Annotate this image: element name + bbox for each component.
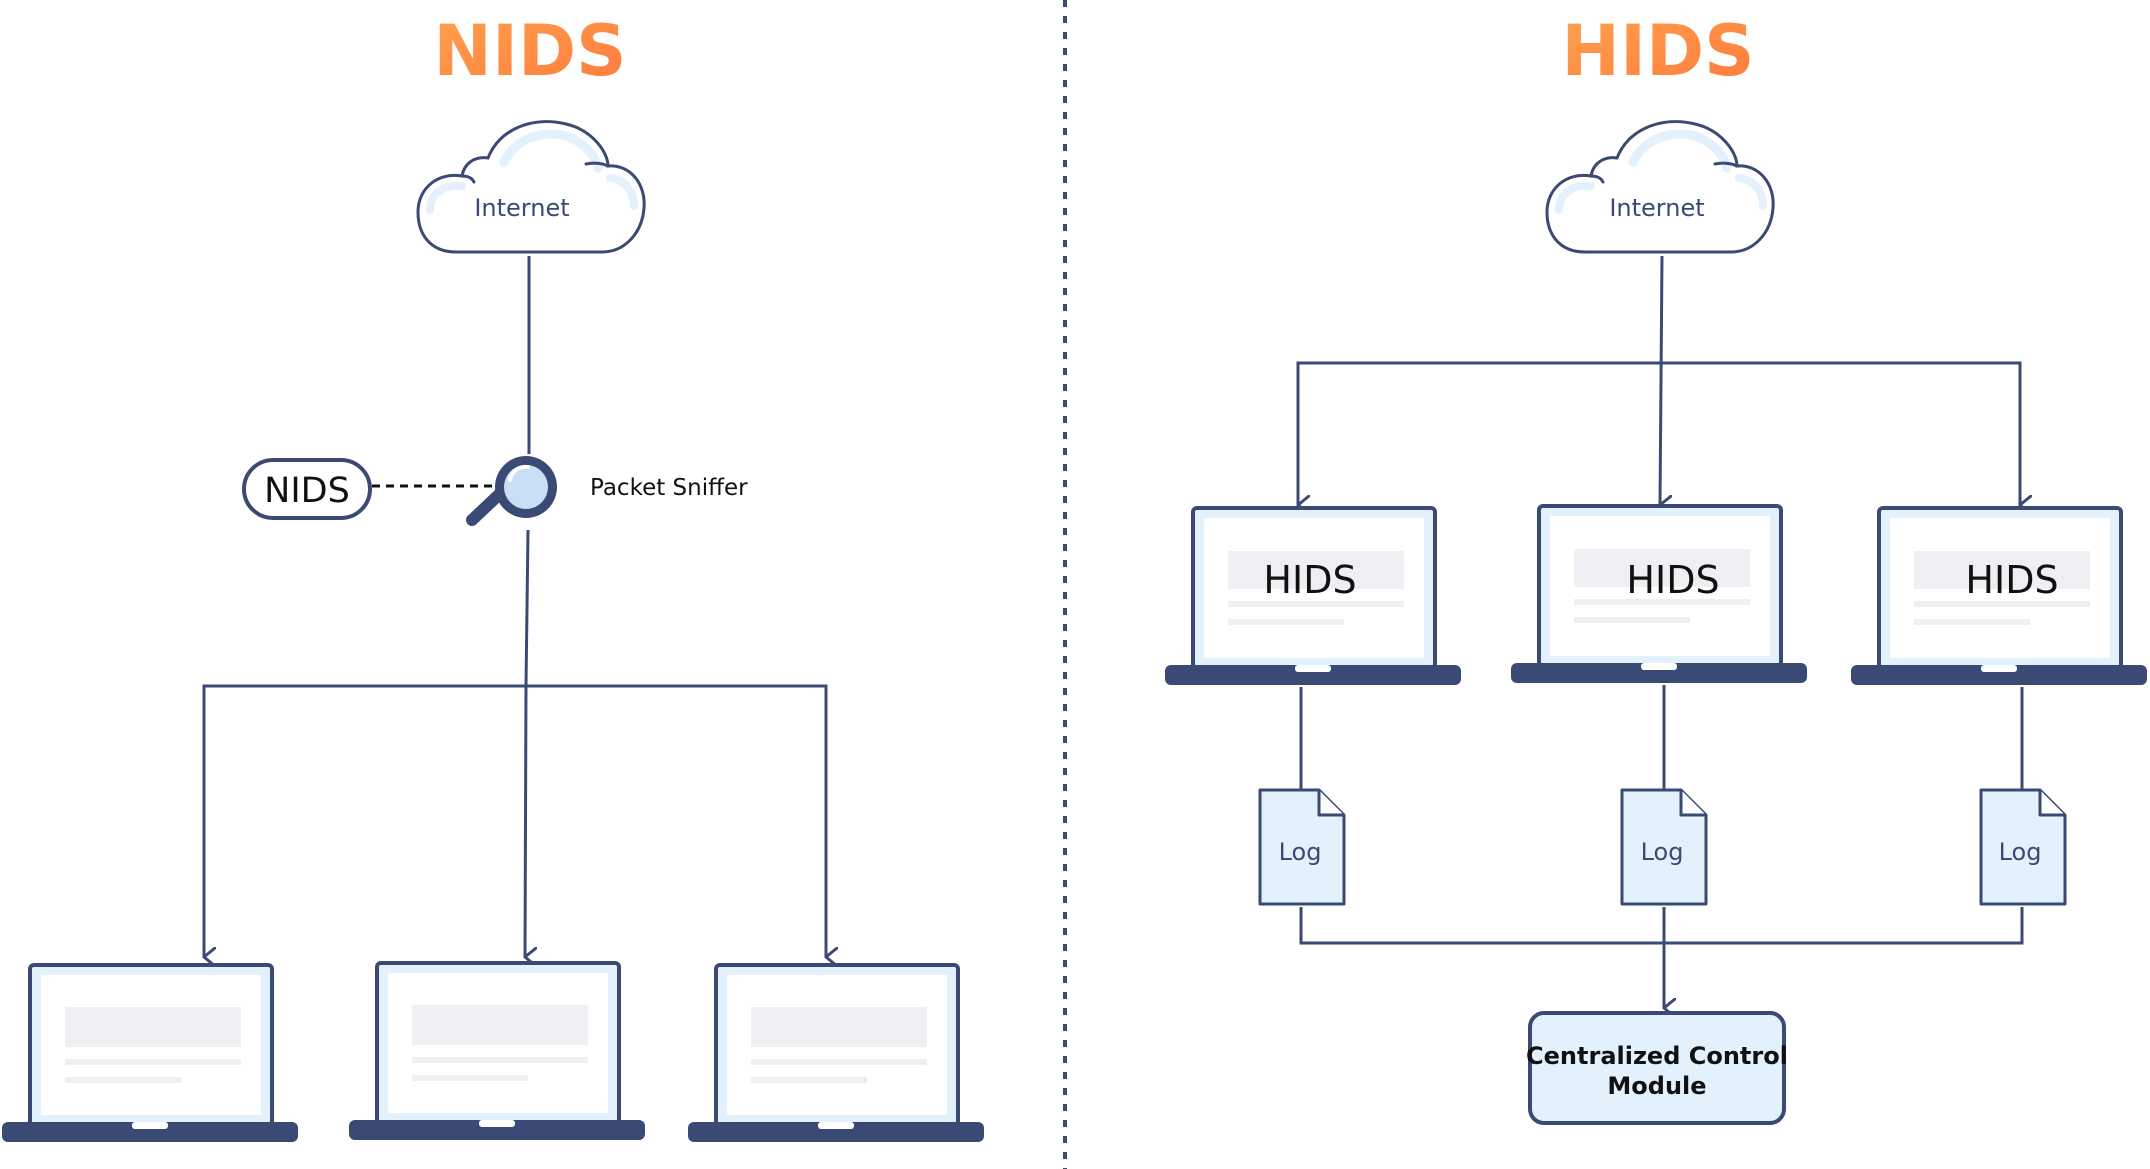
hids-bus <box>1296 361 2022 505</box>
nids-laptop-3 <box>686 963 986 1144</box>
nids-laptop-2 <box>347 961 647 1142</box>
magnifier-icon <box>466 456 557 526</box>
nids-sensor-label: NIDS <box>264 471 350 511</box>
nids-panel: NIDS Internet NIDS Packet Sniffer <box>0 10 986 1144</box>
nids-laptop-1 <box>0 963 300 1144</box>
hids-internet-cloud: Internet <box>1547 122 1773 252</box>
hids-log-2-label: Log <box>1641 838 1684 866</box>
hids-laptop-3: HIDS <box>1849 506 2149 687</box>
nids-internet-cloud: Internet <box>418 122 644 252</box>
hids-log-1: Log <box>1258 788 1346 906</box>
hids-log-2: Log <box>1620 788 1708 906</box>
cloud-icon <box>1547 122 1773 252</box>
packet-sniffer-label: Packet Sniffer <box>590 475 748 501</box>
nids-cloud-label: Internet <box>474 194 569 222</box>
module-label-line1: Centralized Control <box>1526 1042 1788 1070</box>
nids-bus <box>202 684 828 957</box>
laptop-icon <box>686 963 986 1144</box>
nids-title: NIDS <box>433 10 626 92</box>
hids-log-3-label: Log <box>1999 838 2042 866</box>
laptop-icon <box>347 961 647 1142</box>
hids-log-bus <box>1299 907 2024 945</box>
hids-laptop-2: HIDS <box>1509 504 1809 685</box>
laptop-icon <box>0 963 300 1144</box>
hids-laptop-1: HIDS <box>1163 506 1463 687</box>
hids-title: HIDS <box>1561 10 1754 92</box>
module-label-line2: Module <box>1607 1072 1706 1100</box>
hids-panel: HIDS Internet HIDS HIDS <box>1163 10 2149 1125</box>
nids-arrow-middle <box>525 685 526 957</box>
nids-sensor: NIDS <box>242 458 372 520</box>
hids-log-1-label: Log <box>1279 838 1322 866</box>
hids-cloud-label: Internet <box>1609 194 1704 222</box>
hids-laptop-3-label: HIDS <box>1965 558 2058 602</box>
hids-laptop-2-label: HIDS <box>1626 558 1719 602</box>
hids-laptop-1-label: HIDS <box>1263 558 1356 602</box>
centralized-control-module: Centralized Control Module <box>1526 1011 1788 1125</box>
nids-downlink <box>524 529 530 687</box>
hids-uplink <box>1660 255 1662 505</box>
hids-log-3: Log <box>1979 788 2067 906</box>
cloud-icon <box>418 122 644 252</box>
